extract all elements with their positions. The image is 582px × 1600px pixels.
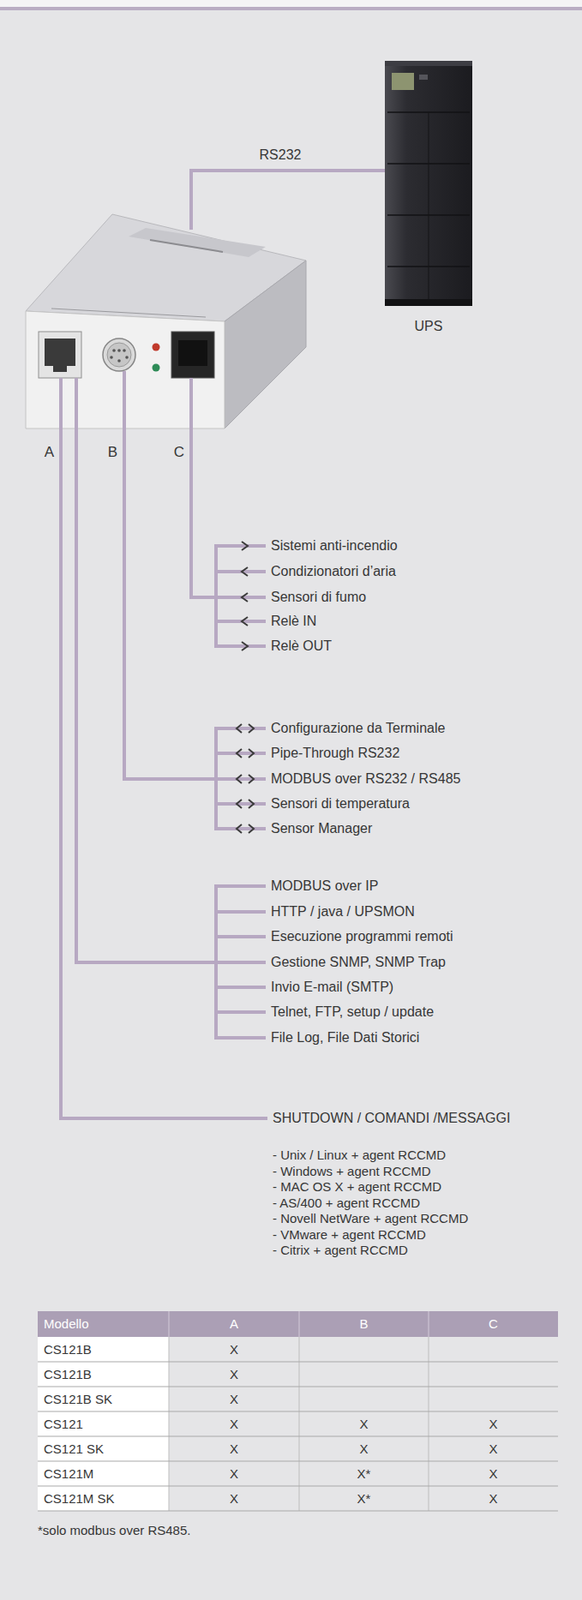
table-cell: X* <box>357 1491 372 1507</box>
function-item: Telnet, FTP, setup / update <box>270 1003 434 1020</box>
os-item: - Citrix + agent RCCMD <box>272 1242 408 1259</box>
table-cell: CS121M SK <box>43 1491 115 1507</box>
table-cell: CS121M <box>43 1466 94 1482</box>
table-cell: X <box>229 1392 239 1408</box>
table-cell: X <box>229 1441 239 1458</box>
top-band <box>0 0 582 7</box>
table-cell: X <box>229 1342 239 1358</box>
function-item: HTTP / java / UPSMON <box>270 903 415 920</box>
function-item: Sensori di temperatura <box>270 795 410 812</box>
function-item: Sensor Manager <box>270 820 372 837</box>
signal-name: RS232 <box>259 146 302 163</box>
table-grid <box>37 1311 558 1512</box>
table-header: B <box>359 1316 368 1332</box>
device-name: UPS <box>384 318 473 335</box>
wire <box>60 170 385 1119</box>
table-header: C <box>488 1316 498 1332</box>
function-item: Relè IN <box>270 612 317 630</box>
table-cell: X <box>229 1491 239 1507</box>
port-letter: B <box>108 444 118 462</box>
os-item: - VMware + agent RCCMD <box>272 1227 426 1243</box>
table-header: Modello <box>43 1316 90 1332</box>
table-cell: X <box>359 1416 368 1433</box>
table-cell: CS121 SK <box>43 1441 104 1458</box>
table-cell: X <box>488 1416 498 1433</box>
table-cell: X <box>359 1441 368 1458</box>
os-item: - Unix / Linux + agent RCCMD <box>272 1147 446 1164</box>
direction-arrow <box>236 541 254 834</box>
table-cell: CS121B SK <box>43 1392 113 1408</box>
os-item: - Novell NetWare + agent RCCMD <box>272 1211 468 1227</box>
table-cell: X <box>488 1491 498 1507</box>
function-item: Sistemi anti-incendio <box>270 537 398 554</box>
os-item: - MAC OS X + agent RCCMD <box>272 1179 442 1195</box>
table-cell: X <box>488 1466 498 1482</box>
table-cell: CS121B <box>43 1367 92 1383</box>
function-item: File Log, File Dati Storici <box>270 1029 420 1046</box>
function-item: Relè OUT <box>270 637 332 654</box>
table-cell: X* <box>357 1466 372 1482</box>
table-cell: CS121B <box>43 1342 92 1358</box>
device-picture <box>25 214 306 429</box>
function-item: Configurazione da Terminale <box>270 720 445 737</box>
command-heading: SHUTDOWN / COMANDI /MESSAGGI <box>272 1110 510 1127</box>
footnote: *solo modbus over RS485. <box>37 1523 191 1539</box>
top-rule <box>0 6 582 11</box>
function-item: Gestione SNMP, SNMP Trap <box>270 954 446 971</box>
table-cell: X <box>229 1367 239 1383</box>
port-letter: C <box>174 444 185 462</box>
function-item: Pipe-Through RS232 <box>270 744 400 762</box>
ups-cabinet: UPS <box>384 60 473 335</box>
function-item: MODBUS over RS232 / RS485 <box>270 770 461 787</box>
function-item: Sensori di fumo <box>270 588 366 606</box>
table-cell: X <box>488 1441 498 1458</box>
function-item: Condizionatori d’aria <box>270 563 396 580</box>
function-item: Esecuzione programmi remoti <box>270 928 454 945</box>
table-header: A <box>229 1316 239 1332</box>
function-item: Invio E-mail (SMTP) <box>270 978 394 996</box>
os-item: - AS/400 + agent RCCMD <box>272 1195 420 1212</box>
table-cell: CS121 <box>43 1416 84 1433</box>
ups-picture <box>384 60 473 306</box>
port-letter: A <box>44 444 54 462</box>
function-item: MODBUS over IP <box>270 877 378 894</box>
table-cell: X <box>229 1466 239 1482</box>
table-cell: X <box>229 1416 239 1433</box>
os-item: - Windows + agent RCCMD <box>272 1164 432 1180</box>
